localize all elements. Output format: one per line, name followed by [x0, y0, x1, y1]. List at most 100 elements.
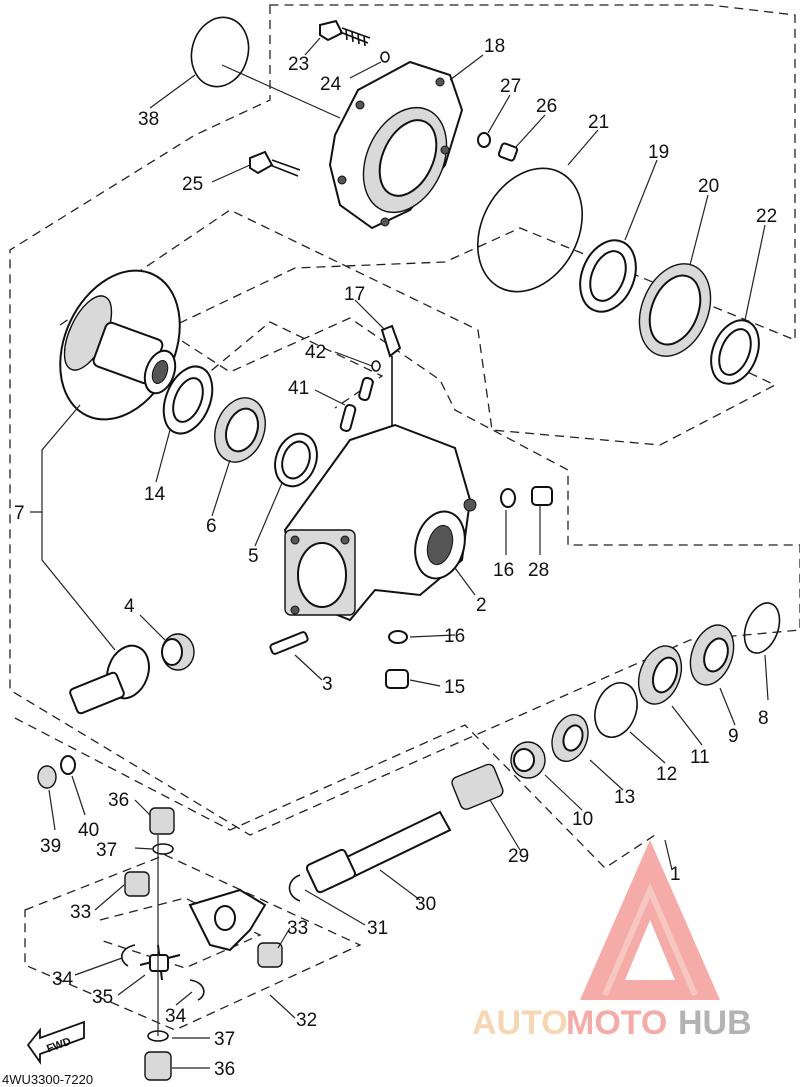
callout-32: 32 — [296, 1010, 317, 1031]
drain-plug-15 — [385, 669, 409, 689]
callout-2: 2 — [476, 595, 487, 616]
watermark-logo: AUTO MOTO HUB — [472, 840, 752, 1042]
seal-13 — [551, 714, 589, 762]
callout-19: 19 — [648, 142, 669, 163]
callout-21: 21 — [588, 112, 609, 133]
callout-36-lower: 36 — [214, 1059, 235, 1080]
circlip-37-upper — [152, 843, 174, 855]
ring-gear-7 — [59, 269, 181, 421]
callout-31: 31 — [367, 918, 388, 939]
watermark-word-auto: AUTO — [472, 1004, 568, 1042]
gear-case-2 — [283, 423, 477, 622]
bolt-23 — [319, 19, 371, 47]
spider-35 — [139, 944, 181, 981]
callout-11: 11 — [690, 747, 710, 768]
callout-25: 25 — [182, 174, 203, 195]
callout-41: 41 — [288, 378, 309, 399]
callout-39: 39 — [40, 836, 61, 857]
washer-16-lower — [388, 630, 408, 644]
circlip-34-right — [189, 979, 205, 1001]
shim-plate-14 — [162, 365, 214, 435]
callout-7: 7 — [14, 503, 25, 524]
callout-38: 38 — [138, 109, 159, 130]
stud-3 — [269, 631, 309, 655]
washer-24 — [380, 51, 390, 63]
fwd-arrow-icon: FWD — [26, 1020, 85, 1065]
callout-18: 18 — [484, 36, 505, 57]
callout-30: 30 — [415, 894, 436, 915]
washer-16-upper — [500, 488, 516, 508]
callout-24: 24 — [320, 74, 342, 95]
callout-35: 35 — [92, 987, 113, 1008]
cover-18 — [328, 60, 464, 230]
callout-3: 3 — [322, 674, 333, 695]
bearing-6 — [214, 397, 266, 463]
group-boundaries — [9, 4, 800, 1031]
callout-28: 28 — [528, 560, 549, 581]
callout-16-upper: 16 — [493, 560, 514, 581]
bearing-cup-36-upper — [149, 807, 175, 835]
bearing-29 — [451, 763, 504, 810]
plug-26 — [497, 142, 519, 162]
seal-19 — [579, 239, 637, 313]
o-ring-12 — [594, 682, 638, 738]
leader-lines — [30, 37, 769, 1069]
bearing-9 — [689, 624, 735, 686]
bearing-20 — [638, 263, 712, 357]
drawing-code: 4WU3300-7220 — [2, 1072, 93, 1087]
watermark-word-hub: HUB — [678, 1004, 752, 1042]
callout-12: 12 — [656, 764, 677, 785]
washer-40 — [60, 755, 76, 775]
callout-6: 6 — [206, 516, 217, 537]
callout-33-left: 33 — [70, 902, 91, 923]
callout-9: 9 — [728, 726, 739, 747]
bearing-cup-33-left — [124, 871, 150, 897]
callout-23: 23 — [288, 54, 309, 75]
callout-29: 29 — [508, 846, 529, 867]
yoke-32 — [188, 888, 267, 952]
callout-26: 26 — [536, 96, 557, 117]
shim-5 — [274, 432, 318, 488]
callout-33-right: 33 — [287, 918, 308, 939]
circlip-31 — [288, 874, 301, 902]
o-ring-8 — [743, 602, 781, 654]
callout-labels: 38 23 24 18 27 26 21 19 20 22 25 17 42 4… — [14, 36, 777, 1080]
callout-17: 17 — [344, 284, 365, 305]
bolt-25 — [249, 150, 301, 177]
callout-1: 1 — [670, 864, 681, 885]
callout-37-lower: 37 — [214, 1029, 235, 1050]
watermark-word-moto: MOTO — [566, 1004, 667, 1042]
callout-37-upper: 37 — [96, 840, 117, 861]
callout-10: 10 — [572, 809, 593, 830]
callout-27: 27 — [500, 76, 521, 97]
washer-27 — [477, 132, 491, 148]
bearing-cup-36-lower — [144, 1051, 172, 1081]
pin-41 — [339, 376, 374, 432]
callout-20: 20 — [698, 176, 719, 197]
callout-5: 5 — [248, 546, 259, 567]
callout-16-lower: 16 — [444, 626, 465, 647]
nut-39 — [37, 765, 57, 789]
bearing-4 — [161, 633, 195, 671]
callout-4: 4 — [124, 596, 135, 617]
callout-14: 14 — [144, 484, 166, 505]
callout-8: 8 — [758, 708, 769, 729]
callout-34-right: 34 — [165, 1006, 187, 1027]
plug-28 — [531, 486, 553, 506]
drive-shaft-30 — [305, 810, 452, 894]
bearing-retainer-11 — [637, 645, 683, 705]
callout-34-left: 34 — [52, 969, 74, 990]
callout-42: 42 — [305, 342, 326, 363]
callout-15: 15 — [444, 677, 465, 698]
o-ring-21 — [476, 167, 584, 293]
pinion-gear-7 — [69, 644, 150, 715]
bearing-cup-33-right — [257, 942, 283, 968]
collar-10 — [510, 741, 546, 779]
callout-13: 13 — [614, 787, 635, 808]
callout-22: 22 — [756, 206, 777, 227]
o-ring-38 — [190, 16, 250, 88]
shim-22 — [710, 319, 760, 385]
watermark-triangle-icon — [580, 840, 720, 1000]
circlip-34-left — [121, 944, 136, 967]
